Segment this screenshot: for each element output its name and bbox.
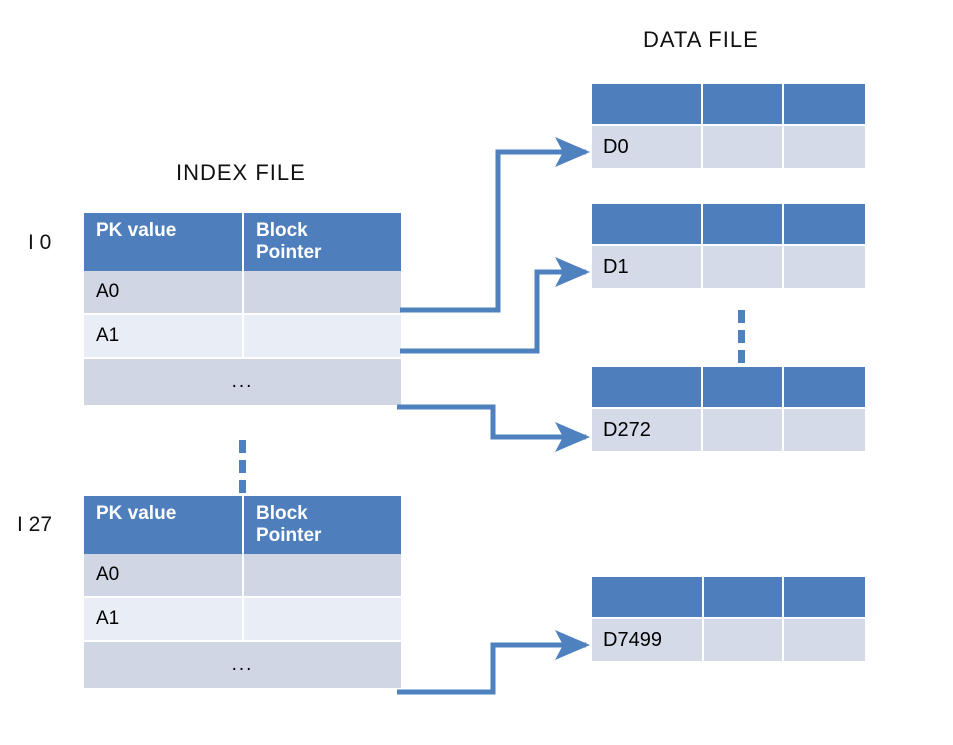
data-header-cell-2	[703, 577, 785, 619]
index-header-row: PK value Block Pointer	[84, 213, 401, 271]
index-row-block-pointer	[244, 271, 401, 315]
table-row[interactable]: A0	[84, 554, 401, 598]
index-block-label-27: I 27	[17, 513, 53, 536]
index-file-title: INDEX FILE	[176, 160, 306, 185]
connector-a0-to-d0	[400, 137, 591, 313]
data-block-header-row	[592, 204, 865, 246]
index-header-block-pointer-line2: Pointer	[256, 242, 322, 263]
index-row-ellipsis: ...	[84, 359, 401, 407]
index-header-pk-value: PK value	[84, 213, 244, 271]
data-record-cell-3	[784, 619, 865, 661]
data-header-cell-3	[783, 204, 865, 246]
index-header-row: PK value Block Pointer	[84, 496, 401, 554]
data-header-cell-2	[703, 367, 785, 409]
data-header-cell-1	[592, 577, 704, 619]
data-block-header-row	[592, 577, 865, 619]
data-header-cell-3	[783, 84, 865, 126]
data-block-header-row	[592, 367, 865, 409]
connector-ellipsis-to-d272	[397, 404, 591, 452]
index-row-pk-value: A0	[84, 271, 244, 315]
data-record-cell-2	[703, 409, 785, 451]
table-row[interactable]: A1	[84, 598, 401, 642]
data-record-id: D1	[592, 246, 703, 288]
table-row[interactable]: D7499	[592, 619, 865, 661]
index-header-block-pointer: Block Pointer	[244, 496, 401, 554]
data-header-cell-2	[702, 204, 784, 246]
data-record-cell-2	[702, 126, 784, 168]
data-header-cell-1	[592, 367, 704, 409]
index-row-block-pointer	[244, 315, 401, 359]
index-row-pk-value: A1	[84, 315, 244, 359]
connector-a1-to-d1	[400, 257, 591, 354]
index-continuation-dots-icon	[239, 440, 246, 493]
index-header-pk-value: PK value	[84, 496, 244, 554]
index-header-block-pointer-line2: Pointer	[256, 525, 322, 546]
index-row-ellipsis: ...	[84, 642, 401, 690]
data-record-id: D0	[592, 126, 703, 168]
index-header-block-pointer-line1: Block	[256, 220, 308, 241]
table-row[interactable]: D0	[592, 126, 865, 168]
data-header-cell-3	[784, 367, 865, 409]
index-block-label-0: I 0	[28, 231, 52, 254]
index-row-block-pointer	[244, 554, 401, 598]
table-row[interactable]: A0	[84, 271, 401, 315]
data-record-cell-3	[783, 126, 865, 168]
data-file-title: DATA FILE	[643, 27, 759, 52]
index-table-block-27: PK value Block Pointer A0 A1 ...	[84, 496, 401, 690]
data-block-d0: D0	[592, 84, 865, 168]
data-record-cell-3	[783, 246, 865, 288]
data-continuation-dots-icon	[738, 310, 745, 363]
table-row[interactable]: D1	[592, 246, 865, 288]
data-header-cell-1	[592, 204, 703, 246]
table-row[interactable]: ...	[84, 359, 401, 407]
index-header-block-pointer-line1: Block	[256, 503, 308, 524]
table-row[interactable]: A1	[84, 315, 401, 359]
data-block-d7499: D7499	[592, 577, 865, 661]
index-header-block-pointer: Block Pointer	[244, 213, 401, 271]
data-header-cell-1	[592, 84, 703, 126]
index-row-pk-value: A1	[84, 598, 244, 642]
connector-ellipsis-to-d7499	[397, 630, 591, 695]
data-record-cell-2	[702, 246, 784, 288]
data-record-id: D7499	[592, 619, 704, 661]
data-header-cell-2	[702, 84, 784, 126]
data-block-header-row	[592, 84, 865, 126]
data-block-d1: D1	[592, 204, 865, 288]
table-row[interactable]: D272	[592, 409, 865, 451]
table-row[interactable]: ...	[84, 642, 401, 690]
data-record-id: D272	[592, 409, 704, 451]
data-record-cell-3	[784, 409, 865, 451]
data-record-cell-2	[703, 619, 785, 661]
index-table-block-0: PK value Block Pointer A0 A1 ...	[84, 213, 401, 407]
data-header-cell-3	[784, 577, 865, 619]
index-row-block-pointer	[244, 598, 401, 642]
data-block-d272: D272	[592, 367, 865, 451]
index-row-pk-value: A0	[84, 554, 244, 598]
